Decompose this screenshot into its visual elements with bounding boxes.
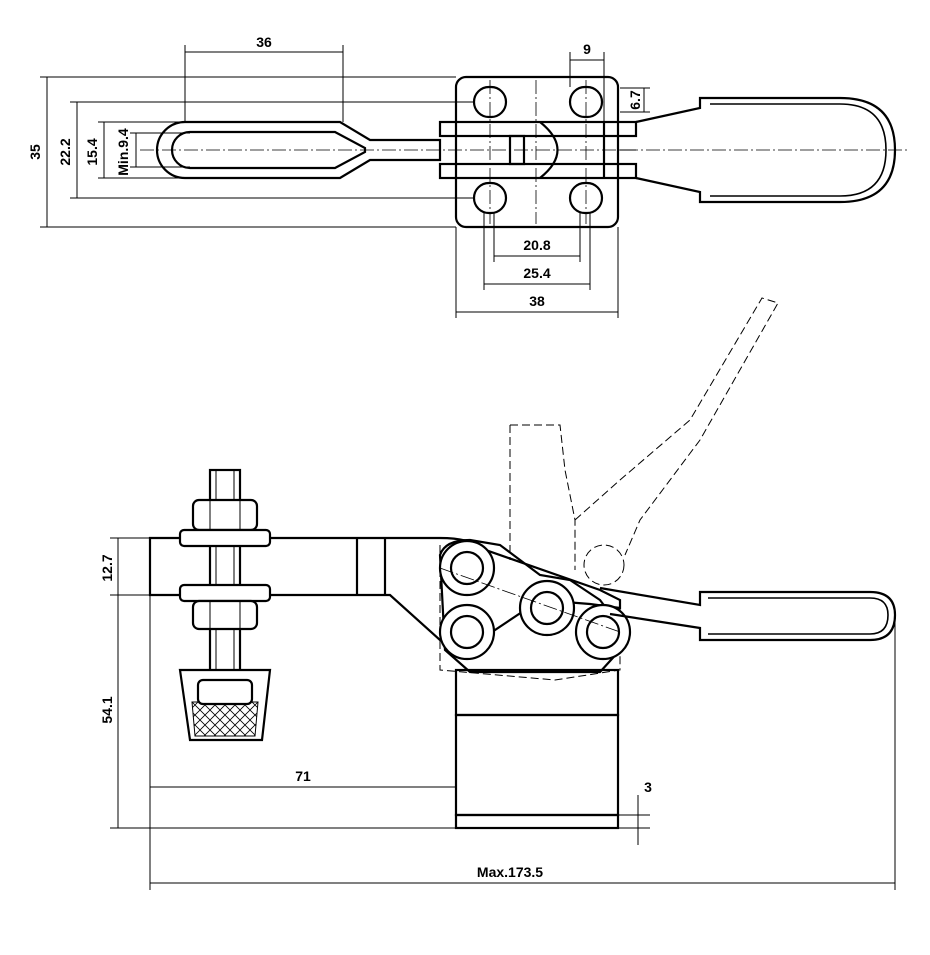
phantom-handle [574, 297, 779, 556]
base-mid [454, 713, 620, 817]
dim-min9-4: Min.9.4 [115, 128, 131, 176]
dim-22-2: 22.2 [57, 138, 73, 165]
dim-36: 36 [256, 34, 272, 50]
linkage-body [438, 538, 622, 674]
pivot-upper-left [438, 539, 496, 597]
handle-outer [635, 96, 897, 204]
linkage-centerline [439, 567, 621, 633]
dim-20-8: 20.8 [523, 237, 550, 253]
dim-15-4: 15.4 [84, 138, 100, 165]
base-plate [454, 75, 620, 229]
pivot-center-inner [529, 590, 565, 626]
tip-nut [196, 678, 254, 706]
lower-washer [178, 583, 272, 603]
phantom-pivot [583, 544, 625, 586]
pivot-bar-top [438, 120, 638, 138]
pivot-upper-left-inner [449, 550, 485, 586]
base-upper [454, 668, 620, 717]
dim-9: 9 [583, 41, 591, 57]
upper-nut [191, 498, 259, 532]
base-foot [454, 813, 620, 830]
dim-54-1: 54.1 [99, 696, 115, 723]
pivot-lower-right-inner [585, 614, 621, 650]
dim-35: 35 [27, 144, 43, 160]
upper-washer [178, 528, 272, 548]
pivot-center [518, 579, 576, 637]
dim-38: 38 [529, 293, 545, 309]
top-view: 36 9 6.7 35 22.2 15.4 Min.9.4 20.8 25.4 [27, 34, 910, 318]
dim-3: 3 [644, 779, 652, 795]
dim-71: 71 [295, 768, 311, 784]
handle-side-grip [708, 597, 889, 635]
arm-loop-inner [170, 130, 367, 170]
phantom-arm [510, 424, 576, 570]
lower-nut [191, 599, 259, 631]
dim-max-173-5: Max.173.5 [477, 864, 543, 880]
dim-25-4: 25.4 [523, 265, 550, 281]
side-view: 12.7 54.1 71 3 Max.173.5 [99, 297, 897, 890]
pivot-lower-right [574, 603, 632, 661]
dim-6-7: 6.7 [627, 90, 643, 110]
rubber-tip-hatch [191, 701, 259, 737]
pivot-link [508, 134, 526, 166]
handle-side-outer [599, 586, 897, 642]
handle-grip-inner [710, 103, 887, 197]
pivot-cam [539, 121, 559, 179]
pivot-bar-bottom [438, 162, 638, 180]
arm-loop-outer [155, 120, 442, 180]
dim-12-7: 12.7 [99, 554, 115, 581]
pivot-lower-left [438, 603, 496, 661]
pivot-lower-left-inner [449, 614, 485, 650]
